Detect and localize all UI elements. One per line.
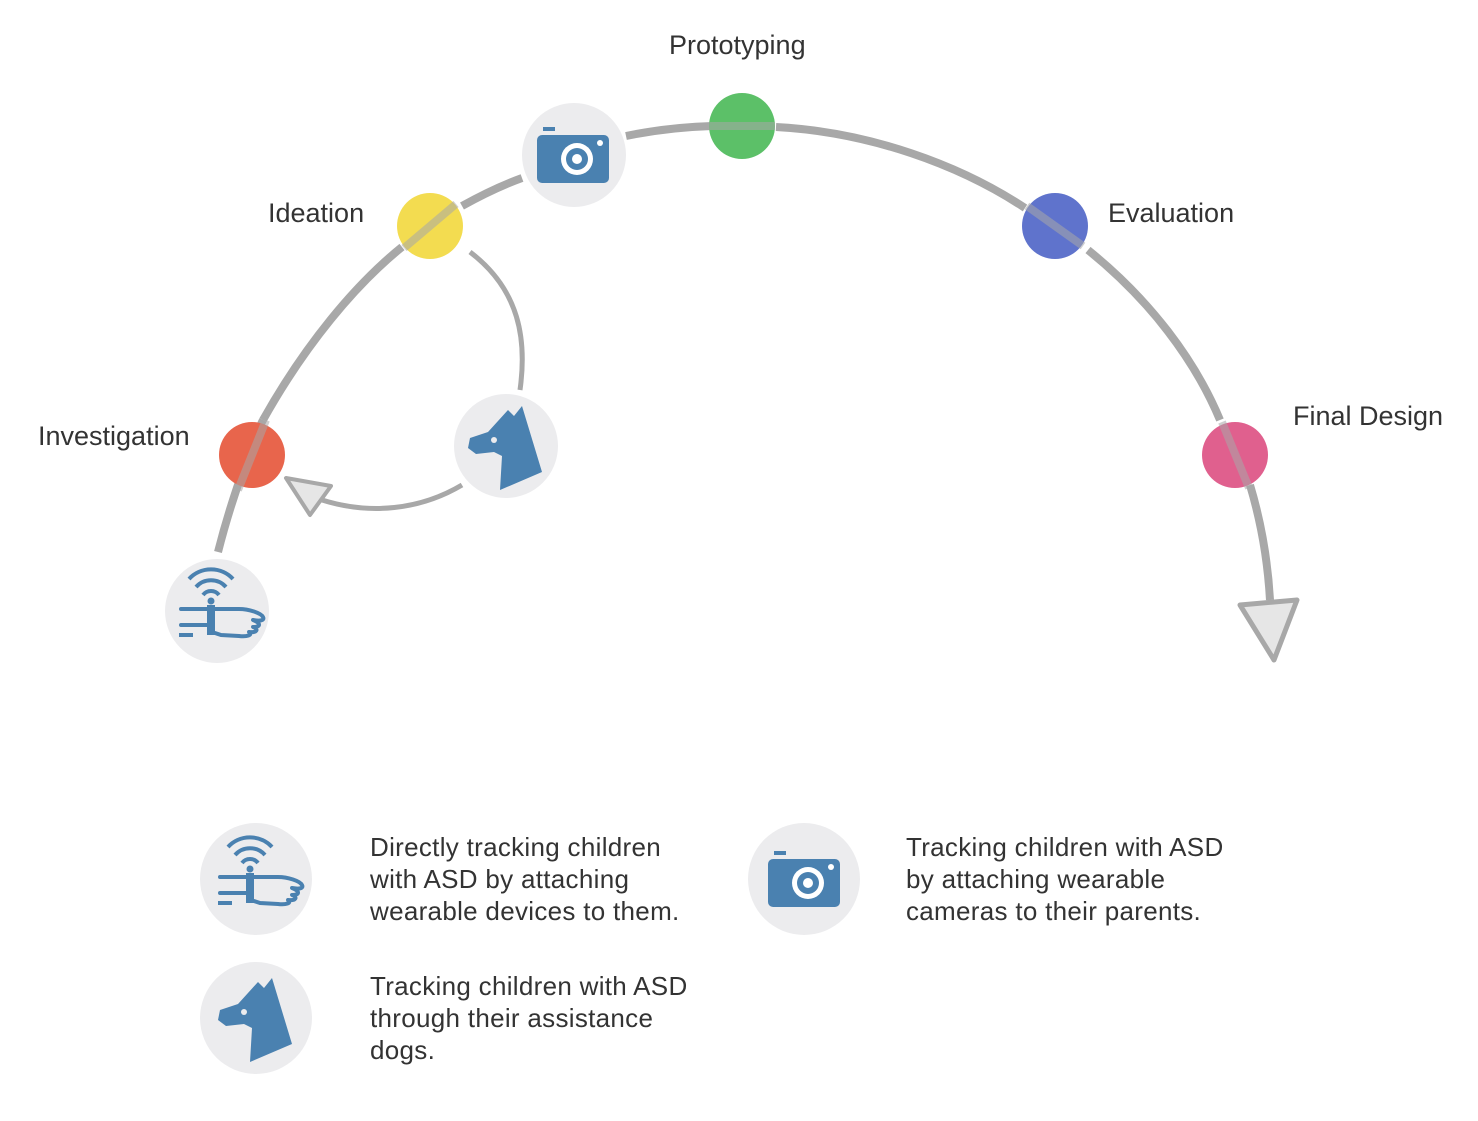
stage-label-ideation: Ideation bbox=[268, 198, 364, 228]
legend-item-wearable: Directly tracking children with ASD by a… bbox=[200, 823, 700, 935]
legend-text-camera: Tracking children with ASD by attaching … bbox=[906, 832, 1224, 926]
wearable-node bbox=[165, 559, 269, 663]
feedback-loop bbox=[468, 250, 525, 391]
legend-text-wearable: Directly tracking children with ASD by a… bbox=[370, 832, 680, 926]
legend-dog-icon-bg bbox=[200, 962, 312, 1074]
process-arc bbox=[460, 174, 524, 210]
legend-item-dog: Tracking children with ASD through their… bbox=[200, 962, 700, 1074]
camera-node bbox=[522, 103, 626, 207]
legend-text-dog: Tracking children with ASD through their… bbox=[370, 971, 688, 1065]
dog-icon bbox=[218, 978, 292, 1062]
stage-label-prototyping: Prototyping bbox=[669, 30, 806, 60]
wearable-hand-icon bbox=[216, 835, 305, 907]
final-arrowhead bbox=[1237, 597, 1300, 663]
legend-item-camera: Tracking children with ASD by attaching … bbox=[748, 823, 1236, 935]
feedback-loop bbox=[321, 482, 464, 511]
stage-label-final-design: Final Design bbox=[1293, 401, 1443, 431]
dog-node bbox=[454, 394, 558, 498]
legend-wearable-icon-bg bbox=[200, 823, 312, 935]
stage-label-evaluation: Evaluation bbox=[1108, 198, 1234, 228]
process-arc bbox=[625, 122, 713, 140]
process-arc bbox=[1085, 246, 1224, 422]
process-arc bbox=[259, 243, 405, 422]
process-arc bbox=[775, 123, 1028, 212]
stage-label-investigation: Investigation bbox=[38, 421, 190, 451]
legend-camera-icon-bg bbox=[748, 823, 860, 935]
process-arc bbox=[1246, 483, 1274, 601]
camera-icon bbox=[768, 851, 840, 907]
camera-icon bbox=[537, 127, 609, 183]
feedback-arrowhead bbox=[284, 476, 333, 517]
